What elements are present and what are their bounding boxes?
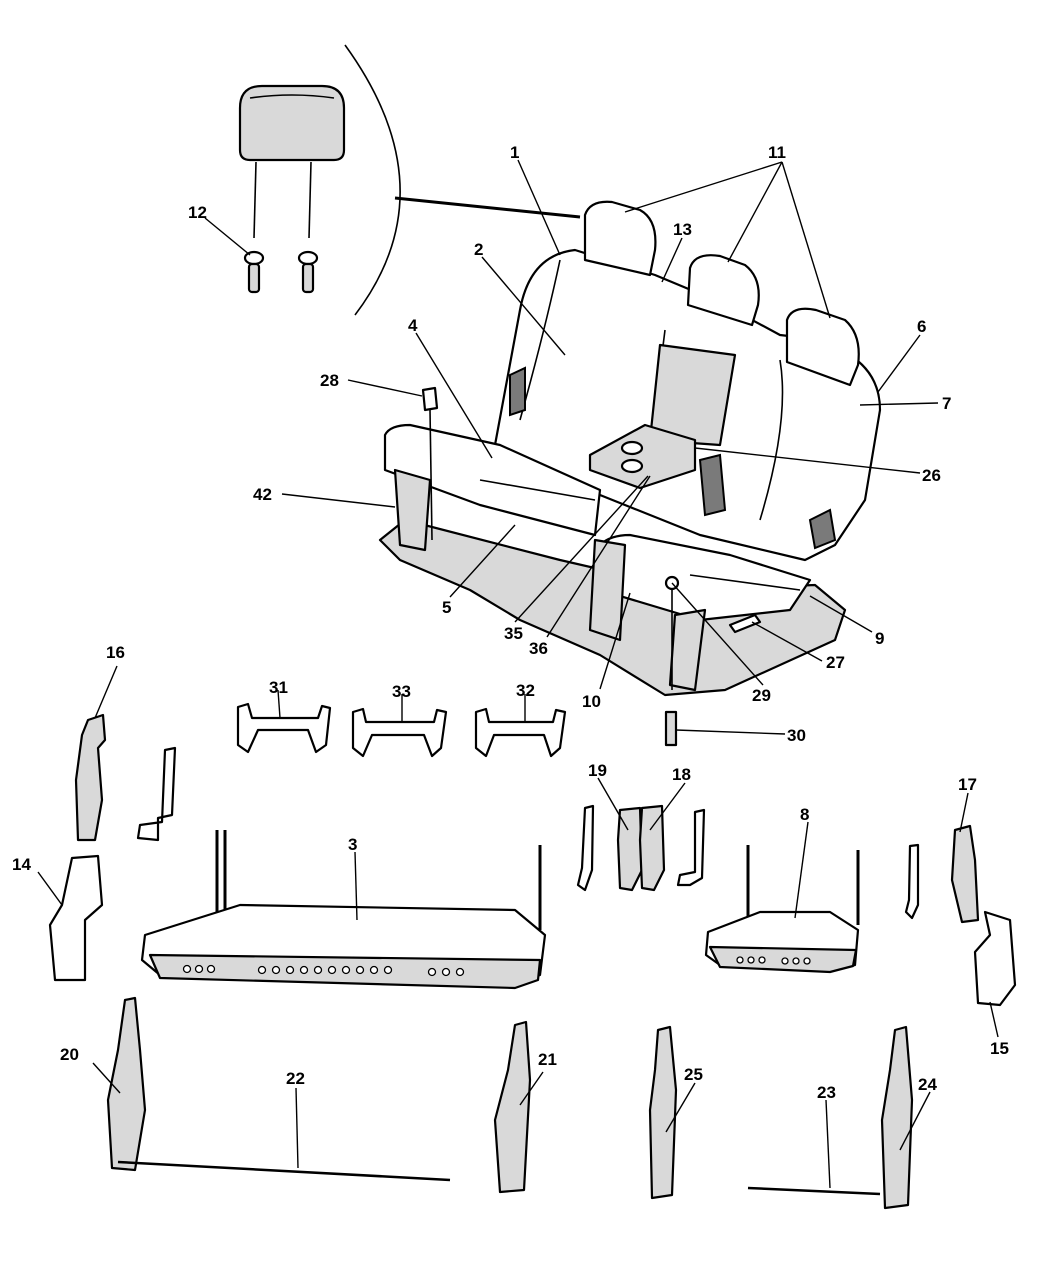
hinge-plate-20 [106,996,147,1172]
callout-labels: 1 2 3 4 5 6 7 8 9 10 11 12 13 14 15 16 1… [12,143,1009,1102]
headrest-left [583,200,657,277]
callout-1: 1 [510,143,519,162]
armrest-cupholder [588,423,697,490]
callout-20: 20 [60,1045,79,1064]
latch-16 [74,713,107,842]
callout-2: 2 [474,240,483,259]
riser-left [393,468,432,552]
callout-18: 18 [672,765,691,784]
headrest-guide-right [297,250,319,294]
bolt-28 [421,386,439,412]
rod-23 [747,1186,881,1196]
headrest-right [785,307,860,387]
seat-frame-40 [704,845,860,974]
rod-22 [117,1160,451,1182]
callout-15: 15 [990,1039,1009,1058]
callout-21: 21 [538,1050,557,1069]
headrest-center [686,254,760,327]
detail-view-arc [344,44,401,316]
callout-22: 22 [286,1069,305,1088]
callout-13: 13 [673,220,692,239]
callout-36: 36 [529,639,548,658]
callout-27: 27 [826,653,845,672]
callout-26: 26 [922,466,941,485]
headrest-detail [238,44,581,316]
callout-19: 19 [588,761,607,780]
callout-17: 17 [958,775,977,794]
headrest-guide-left [243,250,265,294]
callout-8: 8 [800,805,809,824]
latch-17 [950,824,980,924]
callout-6: 6 [917,317,926,336]
bracket-left-vertical [136,746,177,842]
hinge-plate-24 [880,1025,914,1210]
seat-cushion-left [383,423,602,537]
spring-30 [664,710,678,747]
seat-assembly [378,200,882,747]
latch-18 [638,804,666,892]
buckle-right [698,453,727,517]
callout-31: 31 [269,678,288,697]
hinge-plate-25 [648,1025,678,1200]
callout-5: 5 [442,598,451,617]
callout-9: 9 [875,629,884,648]
bracket-center-right [676,808,706,887]
leader-lines [37,159,999,1189]
callout-35: 35 [504,624,523,643]
callout-4: 4 [408,316,418,335]
hinge-plate-21 [493,1020,532,1194]
callout-42: 42 [253,485,272,504]
callout-33: 33 [392,682,411,701]
hinge-cover-32 [474,707,567,758]
pin-27 [728,613,762,634]
callout-30: 30 [787,726,806,745]
hinge-cover-33 [351,707,448,758]
hinge-cover-31 [236,702,332,754]
callout-3: 3 [348,835,357,854]
callout-10: 10 [582,692,601,711]
callout-29: 29 [752,686,771,705]
callout-23: 23 [817,1083,836,1102]
bracket-center-left [576,804,595,892]
callout-11: 11 [768,143,786,162]
buckle-left [509,366,526,417]
callout-28: 28 [320,371,339,390]
headrest-detail-cushion [238,84,346,162]
cover-15 [973,910,1017,1007]
pass-through-opening [648,343,737,447]
callout-14: 14 [12,855,31,874]
callout-32: 32 [516,681,535,700]
cover-14 [48,854,104,982]
bracket-right-vertical [904,843,920,920]
callout-24: 24 [918,1075,937,1094]
callout-16: 16 [106,643,125,662]
buckle-outboard [808,508,837,550]
detail-view-pointer [394,196,581,219]
callout-25: 25 [684,1065,703,1084]
latch-19 [616,806,644,892]
riser-center [588,538,627,642]
callout-12: 12 [188,203,207,222]
seat-frame-60 [140,830,547,990]
callout-7: 7 [942,394,951,413]
